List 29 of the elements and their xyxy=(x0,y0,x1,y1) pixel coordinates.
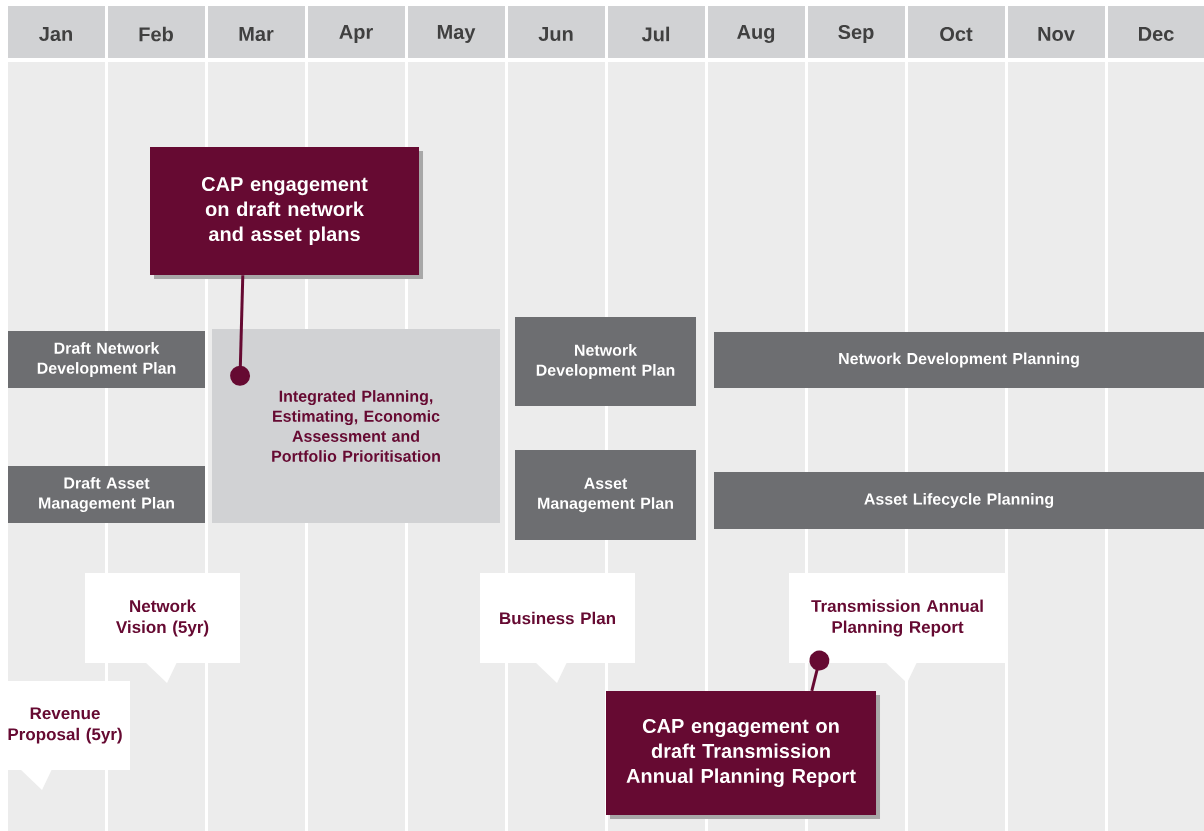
month-header: Nov xyxy=(1008,6,1105,58)
process-bar: Network Development Plan xyxy=(515,317,696,406)
speech-bubble: Revenue Proposal (5yr) xyxy=(0,681,130,790)
process-bar: Draft Asset Management Plan xyxy=(8,466,205,523)
month-header: Feb xyxy=(108,6,205,58)
month-header: Jul xyxy=(608,6,705,58)
speech-bubble: Transmission Annual Planning Report xyxy=(789,573,1006,683)
process-bar: Asset Management Plan xyxy=(515,450,696,540)
month-header: May xyxy=(408,6,505,58)
month-header: Aug xyxy=(708,6,805,58)
callout-box: CAP engagement on draft network and asset plans xyxy=(150,147,423,279)
month-header: Sep xyxy=(808,6,905,58)
month-header: Jan xyxy=(8,6,105,58)
process-bar: Network Development Planning xyxy=(714,332,1204,388)
leader-line xyxy=(230,275,251,386)
process-box: Integrated Planning, Estimating, Economic Assessment and Portfolio Prioritisation xyxy=(212,329,500,523)
month-header: Apr xyxy=(308,6,405,58)
speech-bubble: Business Plan xyxy=(480,573,635,683)
month-header: Mar xyxy=(208,6,305,58)
month-header: Jun xyxy=(508,6,605,58)
process-bar: Draft Network Development Plan xyxy=(8,331,205,388)
speech-bubble: Network Vision (5yr) xyxy=(85,573,240,683)
leader-line xyxy=(809,650,830,692)
node-label: Transmission Annual Planning Report xyxy=(811,599,983,637)
process-bar: Asset Lifecycle Planning xyxy=(714,472,1204,529)
month-header: Oct xyxy=(908,6,1005,58)
callout-box: CAP engagement on draft Transmission Annual Planning Report xyxy=(606,691,880,819)
node-label: Revenue Proposal (5yr) xyxy=(8,707,122,744)
month-header: Dec xyxy=(1108,6,1204,58)
